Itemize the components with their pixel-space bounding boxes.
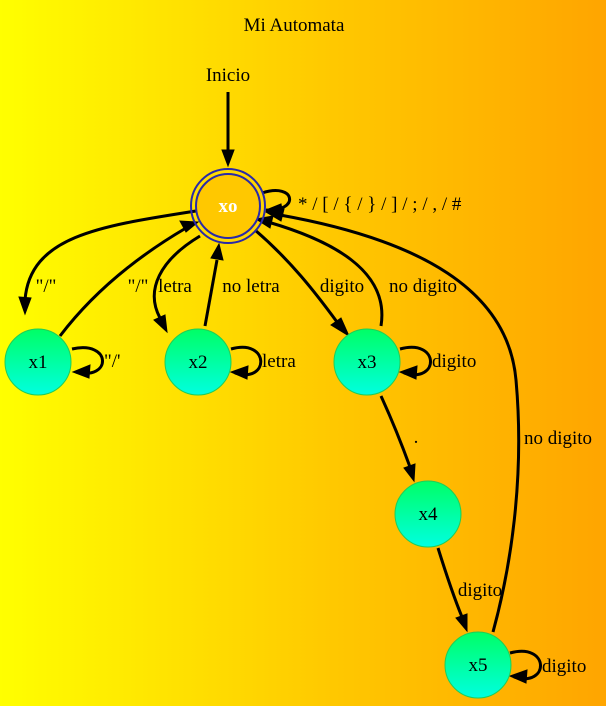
edge-x1-xo [58,220,200,337]
edge-x3-xo [254,215,384,327]
edge-label-x2-self: letra [262,351,296,372]
edge-label-x1-xo: "/" [128,276,149,297]
edge-x2-self [229,345,263,380]
edge-x5-xo [264,208,521,633]
edge-label-x3-self: digito [432,351,476,372]
diagram-title: Mi Automata [244,15,345,36]
edge-label-xo-x3: digito [320,276,364,297]
state-x5: x5 [444,631,512,699]
edge-label-xo-x2: letra [158,276,192,297]
start-label: Inicio [206,65,250,86]
edge-xo-x2 [152,234,201,334]
edge-label-x4-x5: digito [458,580,502,601]
edge-x3-x4 [379,395,416,483]
state-x2: x2 [164,328,232,396]
state-label-x1: x1 [29,352,48,373]
edge-label-x2-xo: no letra [222,276,280,297]
edge-label-xo-x1: "/" [36,276,57,297]
edge-x4-x5 [436,547,468,633]
edge-label-xo-self: * / [ / { / } / ] / ; / , / # [298,194,462,215]
state-x4: x4 [394,480,462,548]
edge-label-x3-xo: no digito [389,276,457,297]
edge-label-x5-xo: no digito [524,428,592,449]
edge-x5-self [508,649,542,684]
edge-x1-self [71,346,104,379]
state-xo: xo [190,168,266,244]
edge-label-x5-self: digito [542,656,586,677]
edge-xo-x1 [18,209,197,316]
state-label-x3: x3 [358,352,377,373]
state-label-x5: x5 [469,655,488,676]
edge-x3-self [398,345,432,380]
state-label-x2: x2 [189,352,208,373]
state-x3: x3 [333,328,401,396]
edge-label-x1-self: "/' [104,351,120,372]
edge-x2-xo [203,242,224,327]
edge-label-x3-x4: . [414,427,419,448]
start-arrow [221,92,235,168]
state-label-x4: x4 [419,504,439,525]
edge-xo-x3 [254,228,351,338]
state-x1: x1 [4,328,72,396]
state-label-xo: xo [219,196,238,217]
